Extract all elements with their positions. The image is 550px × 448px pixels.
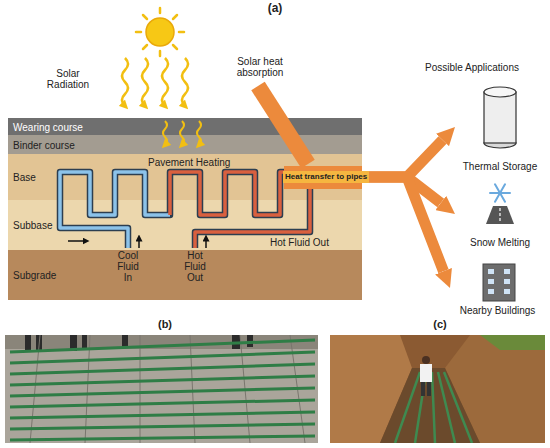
application-node: Nearby Buildings bbox=[450, 260, 545, 316]
panel-label: (a) bbox=[255, 1, 295, 15]
sun-disc bbox=[146, 18, 174, 46]
heat-flow-arrow bbox=[362, 177, 443, 271]
layer-label: Base bbox=[13, 172, 36, 183]
people-legs bbox=[25, 335, 253, 352]
trench-soil bbox=[330, 335, 545, 443]
gravel-ground bbox=[5, 335, 318, 443]
radiation-label: Solar Radiation bbox=[40, 68, 96, 90]
snowflake-symbol bbox=[490, 184, 510, 201]
person-legs bbox=[421, 382, 431, 396]
road-marking bbox=[499, 208, 500, 222]
green-pipes bbox=[10, 340, 315, 440]
application-label: Nearby Buildings bbox=[460, 305, 536, 316]
radiation-arrow bbox=[162, 58, 168, 106]
heat-flow-arrow bbox=[362, 177, 441, 203]
layer-label: Subgrade bbox=[13, 270, 56, 281]
application-node: Snow Melting bbox=[455, 180, 545, 248]
tank-top bbox=[484, 87, 516, 97]
application-label: Snow Melting bbox=[470, 237, 530, 248]
grass bbox=[480, 335, 545, 350]
photo-c bbox=[330, 335, 545, 443]
photo-b bbox=[5, 335, 318, 443]
building-symbol bbox=[483, 264, 515, 301]
heat-arrow bbox=[258, 86, 308, 164]
green-pipes bbox=[395, 372, 472, 443]
radiation-arrow bbox=[182, 58, 188, 106]
heat-flow-arrow bbox=[362, 140, 443, 177]
flow-arrow bbox=[68, 240, 86, 242]
radiation-arrow bbox=[142, 58, 148, 106]
transfer-label: Heat transfer to pipes bbox=[283, 171, 369, 183]
panel-label: (c) bbox=[425, 318, 455, 331]
absorption-label: Solar heat absorption bbox=[226, 56, 294, 78]
panel-label: (b) bbox=[150, 318, 180, 331]
pavement-layer: Binder course bbox=[8, 135, 362, 154]
layer-label: Subbase bbox=[13, 220, 52, 231]
flow-arrow bbox=[138, 238, 140, 248]
layer-caption: Pavement Heating bbox=[148, 157, 230, 168]
trench-wall-right bbox=[445, 335, 545, 443]
mesh-lines bbox=[30, 335, 305, 443]
sun-symbol bbox=[136, 8, 184, 56]
building-windows bbox=[488, 269, 510, 294]
trench-wall-left bbox=[330, 335, 412, 443]
fluid-label: Hot Fluid Out bbox=[270, 237, 329, 248]
tank-base bbox=[484, 138, 516, 148]
application-node: Thermal Storage bbox=[455, 82, 545, 172]
absorption-arrow bbox=[197, 121, 201, 145]
person-head bbox=[422, 356, 430, 364]
tank-body bbox=[484, 92, 516, 143]
hot-pipe bbox=[170, 172, 310, 248]
absorption-arrow bbox=[180, 121, 184, 145]
radiation-arrow bbox=[122, 58, 128, 106]
pipe-outline bbox=[60, 172, 310, 248]
background-ground bbox=[5, 335, 318, 349]
cool-pipe bbox=[60, 172, 170, 248]
person-shirt bbox=[420, 364, 432, 382]
sun-rays bbox=[136, 8, 184, 56]
layer-label: Binder course bbox=[13, 139, 75, 150]
trench-floor bbox=[380, 368, 480, 443]
absorption-arrow bbox=[163, 121, 167, 145]
pavement-layer: Subgrade bbox=[8, 250, 362, 300]
layer-label: Wearing course bbox=[13, 121, 83, 132]
application-label: Thermal Storage bbox=[463, 161, 537, 172]
road-symbol bbox=[486, 206, 514, 224]
flow-arrow bbox=[205, 238, 207, 248]
pavement-layer: Wearing course bbox=[8, 118, 362, 135]
section-heading: Possible Applications bbox=[425, 62, 519, 73]
fluid-label: Cool Fluid In bbox=[112, 250, 144, 283]
fluid-label: Hot Fluid Out bbox=[179, 250, 211, 283]
